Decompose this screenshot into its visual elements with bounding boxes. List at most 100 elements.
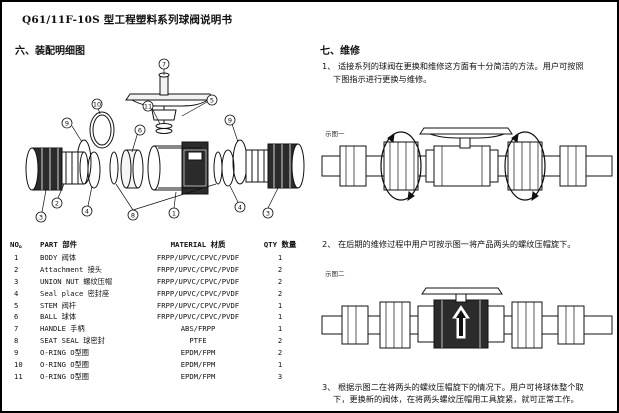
callout-11: 11 [144, 103, 152, 111]
table-row: 5 STEM 阀杆 FRPP/UPVC/CPVC/PVDF 1 [10, 301, 310, 313]
cell-part: O-RING O型圈 [40, 348, 89, 358]
cell-material: FRPP/UPVC/CPVC/PVDF [156, 253, 240, 262]
header-part: PART 部件 [40, 240, 78, 249]
table-row: 10 O-RING O型圈 EPDM/FPM 1 [10, 360, 310, 372]
cell-part: UNION NUT 螺纹压帽 [40, 276, 113, 286]
cell-qty: 1 [277, 253, 283, 262]
cell-part: O-RING O型圈 [40, 371, 89, 381]
union-nut-left [25, 147, 63, 191]
o-ring-right [232, 139, 248, 185]
cell-no: 5 [14, 300, 19, 310]
table-row: 8 SEAT SEAL 球密封 PTFE 2 [10, 336, 310, 348]
callout-4-left: 4 [85, 208, 89, 216]
handle-part [125, 72, 215, 124]
cell-material: FRPP/UPVC/CPVC/PVDF [156, 300, 240, 310]
step3-line1: 3、 根据示图二在将两头的螺纹压帽旋下的情况下。用户可将球体整个取 [322, 382, 584, 392]
callout-3-right: 3 [266, 210, 270, 218]
cell-qty: 1 [277, 324, 283, 334]
cell-qty: 2 [277, 264, 283, 274]
callout-3-left: 3 [39, 214, 43, 222]
callout-8: 8 [131, 212, 135, 220]
cell-material: ABS/FRPP [180, 324, 216, 334]
cell-no: 9 [14, 348, 19, 358]
parts-table-header: NO。 PART 部件 MATERIAL 材质 QTY 数量 [10, 239, 310, 253]
parts-table: NO。 PART 部件 MATERIAL 材质 QTY 数量 1 BODY 阀体 F… [10, 239, 310, 384]
cell-part: Seal place 密封座 [40, 288, 110, 298]
cell-material: EPDM/FPM [180, 371, 216, 381]
callout-9-right: 9 [228, 117, 232, 125]
attachment-right [245, 149, 269, 183]
cell-material: FRPP/UPVC/CPVC/PVDF [156, 264, 240, 274]
union-nut-right [267, 143, 305, 189]
callout-5: 5 [210, 97, 214, 105]
cell-qty: 1 [277, 300, 283, 310]
cell-material: EPDM/FPM [180, 360, 216, 370]
callout-4-right: 4 [238, 204, 242, 212]
cell-material: EPDM/FPM [180, 348, 216, 358]
header-material: MATERIAL 材质 [170, 240, 226, 249]
cell-no: 2 [14, 264, 19, 274]
seat-seal-right [213, 151, 223, 185]
figure-1-drawing [321, 127, 613, 202]
cell-material: FRPP/UPVC/CPVC/PVDF [156, 276, 240, 286]
maintenance-heading: 七、维修 [320, 46, 360, 57]
cell-qty: 1 [277, 312, 283, 322]
cell-qty: 3 [277, 371, 283, 381]
o-ring-part-11 [155, 123, 173, 129]
table-row: 6 BALL 球体 FRPP/UPVC/CPVC/PVDF 1 [10, 312, 310, 324]
cell-part: BALL 球体 [40, 312, 77, 322]
cell-part: SEAT SEAL 球密封 [40, 336, 105, 346]
callout-6: 6 [138, 127, 142, 135]
parts-table-body: 1 BODY 阀体 FRPP/UPVC/CPVC/PVDF 1 2 Attachment … [10, 253, 310, 384]
cell-qty: 2 [277, 336, 283, 346]
body-part [147, 141, 209, 195]
cell-material: FRPP/UPVC/CPVC/PVDF [156, 312, 240, 322]
cell-part: Attachment 接头 [40, 264, 102, 274]
cell-no: 3 [14, 276, 19, 286]
cell-no: 7 [14, 324, 19, 334]
seal-place-right [221, 149, 235, 187]
cell-qty: 2 [277, 348, 283, 358]
step1-line1: 1、 适接系列的球阀在更换和维修这方面有十分简洁的方法。用户可按照 [322, 61, 584, 71]
fig2-label: 示图二 [325, 270, 345, 278]
cell-qty: 2 [277, 276, 283, 286]
cell-no: 6 [14, 312, 19, 322]
ball-part [120, 149, 144, 189]
cell-part: BODY 阀体 [40, 253, 77, 262]
o-ring-part-10 [89, 111, 115, 149]
step3-line2: 下，更换新的阀体，在将两头螺纹压帽用工具旋紧，就可正常工作。 [333, 394, 579, 404]
table-row: 2 Attachment 接头 FRPP/UPVC/CPVC/PVDF 2 [10, 265, 310, 277]
table-row: 1 BODY 阀体 FRPP/UPVC/CPVC/PVDF 1 [10, 253, 310, 265]
cell-material: PTFE [189, 336, 207, 346]
header-no: NO。 [10, 240, 27, 249]
callout-10: 10 [93, 101, 101, 109]
step1-line2: 下图指示进行更换与维修。 [333, 74, 432, 84]
cell-no: 11 [14, 371, 23, 381]
seat-seal-left [109, 151, 119, 185]
step2-line1: 2、 在后期的维修过程中用户可按示图一将产品两头的螺纹压帽旋下。 [322, 239, 576, 249]
header-qty: QTY 数量 [263, 240, 297, 249]
callout-7: 7 [162, 61, 166, 69]
cell-qty: 2 [277, 288, 283, 298]
cell-part: STEM 阀杆 [40, 300, 77, 310]
cell-part: O-RING O型圈 [40, 360, 89, 370]
cell-no: 1 [14, 253, 19, 262]
callout-2: 2 [55, 200, 59, 208]
table-row: 9 O-RING O型圈 EPDM/FPM 2 [10, 348, 310, 360]
cell-no: 4 [14, 288, 19, 298]
cell-no: 10 [14, 360, 23, 370]
seal-place-left [87, 151, 101, 189]
callout-9-left: 9 [65, 120, 69, 128]
table-row: 11 O-RING O型圈 EPDM/FPM 3 [10, 372, 310, 384]
cell-no: 8 [14, 336, 19, 346]
callout-1: 1 [172, 210, 176, 218]
document-title: Q61/11F-10S 型工程塑料系列球阀说明书 [22, 14, 233, 26]
cell-qty: 1 [277, 360, 283, 370]
fig1-label: 示图一 [325, 130, 345, 138]
figure-2-drawing [321, 287, 613, 349]
table-row: 3 UNION NUT 螺纹压帽 FRPP/UPVC/CPVC/PVDF 2 [10, 277, 310, 289]
